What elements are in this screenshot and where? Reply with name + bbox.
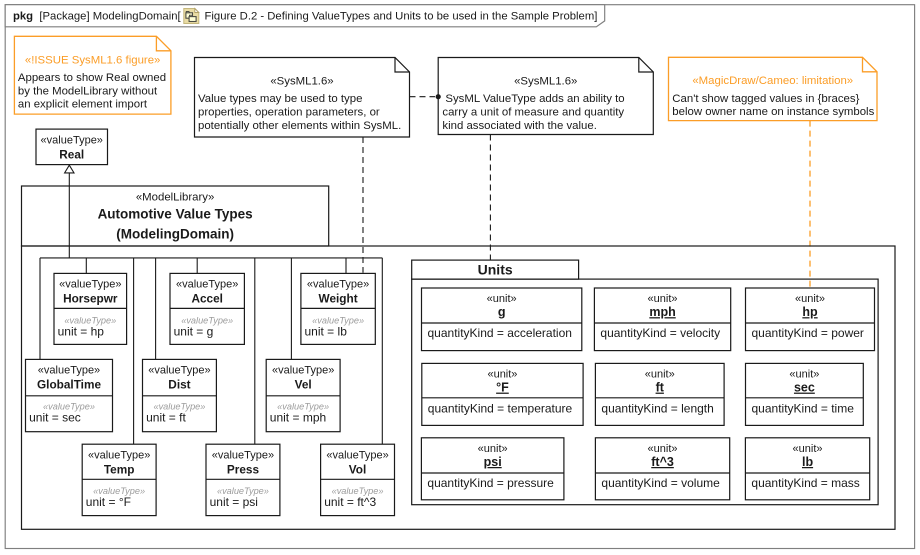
svg-text:an explicit element import: an explicit element import: [18, 99, 148, 111]
svg-text:unit = g: unit = g: [174, 324, 214, 338]
svg-text:Press: Press: [227, 462, 260, 476]
svg-text:unit = mph: unit = mph: [270, 410, 326, 424]
svg-text:ft^3: ft^3: [651, 455, 674, 469]
svg-text:«unit»: «unit»: [793, 443, 823, 455]
svg-text:(ModelingDomain): (ModelingDomain): [116, 227, 234, 242]
svg-text:«unit»: «unit»: [795, 293, 825, 305]
svg-text:Weight: Weight: [319, 292, 358, 306]
svg-text:unit = sec: unit = sec: [29, 410, 81, 424]
svg-text:«valueType»: «valueType»: [272, 365, 334, 377]
svg-text:quantityKind = pressure: quantityKind = pressure: [427, 476, 554, 490]
svg-text:unit = ft^3: unit = ft^3: [324, 495, 376, 509]
svg-text:«valueType»: «valueType»: [332, 486, 384, 496]
svg-text:°F: °F: [496, 381, 509, 395]
svg-text:quantityKind = acceleration: quantityKind = acceleration: [428, 326, 572, 340]
svg-text:«valueType»: «valueType»: [88, 450, 150, 462]
svg-text:«SysML1.6»: «SysML1.6»: [270, 75, 333, 87]
svg-text:«unit»: «unit»: [478, 443, 508, 455]
svg-text:«valueType»: «valueType»: [307, 279, 369, 291]
svg-text:«valueType»: «valueType»: [64, 315, 116, 325]
svg-text:SysML ValueType adds an abilit: SysML ValueType adds an ability to: [445, 93, 624, 105]
svg-text:«SysML1.6»: «SysML1.6»: [514, 75, 577, 87]
svg-text:carry a unit of measure and qu: carry a unit of measure and quantity: [442, 106, 624, 118]
svg-text:Figure D.2 - Defining ValueTyp: Figure D.2 - Defining ValueTypes and Uni…: [205, 11, 598, 23]
svg-text:Vel: Vel: [295, 378, 312, 392]
svg-text:pkg: pkg: [13, 11, 33, 23]
svg-text:«valueType»: «valueType»: [41, 134, 103, 146]
svg-text:«ModelLibrary»: «ModelLibrary»: [136, 192, 215, 204]
svg-text:Real: Real: [59, 148, 84, 162]
svg-text:«MagicDraw/Cameo: limitation»: «MagicDraw/Cameo: limitation»: [692, 75, 853, 87]
svg-text:ft: ft: [656, 381, 665, 395]
svg-text:«valueType»: «valueType»: [93, 486, 145, 496]
svg-text:Vol: Vol: [349, 462, 366, 476]
svg-text:«valueType»: «valueType»: [312, 315, 364, 325]
svg-text:«valueType»: «valueType»: [38, 365, 100, 377]
svg-text:«unit»: «unit»: [648, 293, 678, 305]
svg-text:Dist: Dist: [168, 378, 190, 392]
svg-text:properties, operation paramete: properties, operation parameters, or: [198, 106, 380, 118]
svg-text:lb: lb: [802, 455, 813, 469]
svg-text:Appears to show Real owned: Appears to show Real owned: [18, 72, 166, 84]
svg-text:Units: Units: [478, 261, 513, 277]
svg-text:«valueType»: «valueType»: [176, 279, 238, 291]
svg-text:«valueType»: «valueType»: [43, 401, 95, 411]
svg-text:hp: hp: [802, 305, 818, 319]
svg-text:«valueType»: «valueType»: [148, 365, 210, 377]
svg-text:unit = ft: unit = ft: [146, 410, 186, 424]
svg-text:«valueType»: «valueType»: [181, 315, 233, 325]
svg-text:«unit»: «unit»: [648, 443, 678, 455]
svg-text:quantityKind = volume: quantityKind = volume: [601, 476, 720, 490]
svg-text:«unit»: «unit»: [487, 369, 517, 381]
svg-text:[Package] ModelingDomain[: [Package] ModelingDomain[: [39, 11, 181, 23]
svg-text:mph: mph: [649, 305, 675, 319]
svg-text:«valueType»: «valueType»: [153, 401, 205, 411]
svg-text:by the ModelLibrary without: by the ModelLibrary without: [18, 85, 158, 97]
svg-text:psi: psi: [484, 455, 502, 469]
svg-text:quantityKind = power: quantityKind = power: [752, 326, 864, 340]
svg-text:quantityKind = velocity: quantityKind = velocity: [600, 326, 720, 340]
svg-text:sec: sec: [794, 381, 815, 395]
svg-text:«valueType»: «valueType»: [277, 401, 329, 411]
svg-text:below owner name on instance s: below owner name on instance symbols: [672, 106, 874, 118]
svg-text:kind associated with the value: kind associated with the value.: [442, 120, 597, 132]
svg-text:Horsepwr: Horsepwr: [63, 292, 118, 306]
svg-text:Can't show tagged values in {b: Can't show tagged values in {braces}: [672, 93, 859, 105]
svg-text:Accel: Accel: [191, 292, 222, 306]
svg-text:«valueType»: «valueType»: [217, 486, 269, 496]
svg-text:g: g: [498, 305, 506, 319]
svg-text:Value types may be used to typ: Value types may be used to type: [198, 93, 362, 105]
svg-text:«unit»: «unit»: [487, 293, 517, 305]
svg-text:GlobalTime: GlobalTime: [37, 378, 101, 392]
svg-text:unit = °F: unit = °F: [86, 495, 131, 509]
svg-text:unit = lb: unit = lb: [305, 324, 348, 338]
svg-text:potentially other elements wit: potentially other elements within SysML.: [198, 120, 401, 132]
svg-text:«valueType»: «valueType»: [326, 450, 388, 462]
svg-text:«valueType»: «valueType»: [59, 279, 121, 291]
svg-text:quantityKind = mass: quantityKind = mass: [751, 476, 859, 490]
svg-text:quantityKind = temperature: quantityKind = temperature: [428, 402, 573, 416]
svg-text:unit = psi: unit = psi: [210, 495, 258, 509]
svg-text:«valueType»: «valueType»: [212, 450, 274, 462]
svg-text:unit = hp: unit = hp: [58, 324, 105, 338]
svg-text:Temp: Temp: [104, 462, 135, 476]
svg-text:«unit»: «unit»: [789, 369, 819, 381]
svg-text:quantityKind = time: quantityKind = time: [752, 402, 855, 416]
svg-text:«unit»: «unit»: [645, 369, 675, 381]
svg-text:quantityKind = length: quantityKind = length: [601, 402, 713, 416]
svg-text:Automotive Value Types: Automotive Value Types: [98, 206, 253, 221]
svg-text:«!ISSUE SysML1.6 figure»: «!ISSUE SysML1.6 figure»: [25, 54, 161, 66]
